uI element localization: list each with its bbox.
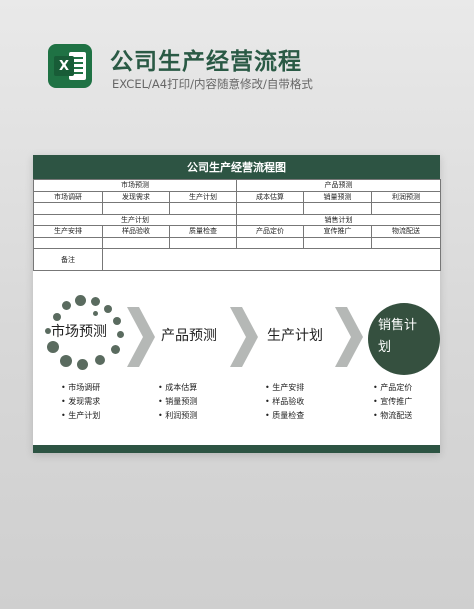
list-item: 产品定价: [373, 381, 412, 395]
table-row: [33, 236, 442, 249]
chevron-right-icon: [230, 307, 258, 367]
table-cell: 利润预测: [371, 190, 442, 203]
note-cell: [101, 248, 442, 271]
step-label-production-plan: 生产计划: [267, 328, 323, 344]
table-cell: [33, 202, 103, 215]
process-flow: 市场预测 市场调研 发现需求 生产计划 产品预测 成本估算 销量预测 利润预测 …: [33, 285, 440, 445]
note-label: 备注: [33, 248, 103, 271]
step-bullets: 成本估算 销量预测 利润预测: [158, 381, 197, 423]
list-item: 质量检查: [265, 409, 304, 423]
step-label-market-forecast: 市场预测: [51, 324, 107, 340]
list-item: 销量预测: [158, 395, 197, 409]
list-item: 宣传推广: [373, 395, 412, 409]
table-cell: 生产安排: [33, 225, 103, 238]
step-bullets: 生产安排 样品验收 质量检查: [265, 381, 304, 423]
table-cell: 发现需求: [102, 190, 170, 203]
step-label-product-forecast: 产品预测: [161, 328, 217, 344]
table-cell: 生产计划: [168, 190, 238, 203]
table-cell: [33, 236, 103, 249]
excel-icon: X: [48, 44, 92, 88]
table-cell: 产品定价: [236, 225, 305, 238]
table-cell: 质量检查: [168, 225, 238, 238]
list-item: 生产安排: [265, 381, 304, 395]
card-title: 公司生产经营流程图: [33, 155, 440, 179]
page-subtitle: EXCEL/A4打印/内容随意修改/自带格式: [112, 77, 313, 91]
table-row: 市场预测 产品预测: [32, 179, 442, 192]
list-item: 市场调研: [61, 381, 100, 395]
excel-letter: X: [54, 56, 74, 76]
chevron-right-icon: [127, 307, 155, 367]
table-cell: 产品预测: [236, 179, 442, 192]
header: X 公司生产经营流程 EXCEL/A4打印/内容随意修改/自带格式: [0, 0, 474, 140]
table-row: [33, 202, 442, 215]
plan-table: 市场预测 产品预测 市场调研 发现需求 生产计划 成本估算 销量预测 利润预测 …: [32, 179, 442, 271]
table-cell: [236, 202, 305, 215]
table-cell: 生产计划: [32, 213, 238, 226]
table-cell: [236, 236, 305, 249]
table-cell: [371, 236, 442, 249]
step-label-sales-plan-line1: 销售计: [378, 318, 418, 333]
table-row: 备注: [33, 248, 442, 271]
list-item: 样品验收: [265, 395, 304, 409]
table-cell: 销售计划: [236, 213, 442, 226]
list-item: 生产计划: [61, 409, 100, 423]
table-row: 生产计划 销售计划: [32, 213, 442, 226]
card-footer-bar: [33, 445, 440, 453]
table-cell: [303, 236, 373, 249]
table-row: 生产安排 样品验收 质量检查 产品定价 宣传推广 物流配送: [33, 225, 442, 238]
table-cell: 物流配送: [371, 225, 442, 238]
list-item: 发现需求: [61, 395, 100, 409]
table-cell: 成本估算: [236, 190, 305, 203]
list-item: 成本估算: [158, 381, 197, 395]
list-item: 物流配送: [373, 409, 412, 423]
list-item: 利润预测: [158, 409, 197, 423]
table-cell: [102, 202, 170, 215]
table-cell: 市场预测: [32, 179, 238, 192]
step-bullets: 产品定价 宣传推广 物流配送: [373, 381, 412, 423]
page-title: 公司生产经营流程: [110, 49, 302, 75]
step-bullets: 市场调研 发现需求 生产计划: [61, 381, 100, 423]
table-cell: [371, 202, 442, 215]
template-preview-card[interactable]: 公司生产经营流程图 市场预测 产品预测 市场调研 发现需求 生产计划 成本估算 …: [32, 155, 442, 453]
table-cell: 销量预测: [303, 190, 373, 203]
table-cell: [303, 202, 373, 215]
table-cell: 样品验收: [102, 225, 170, 238]
chevron-right-icon: [335, 307, 363, 367]
step-label-sales-plan-line2: 划: [378, 340, 392, 355]
table-row: 市场调研 发现需求 生产计划 成本估算 销量预测 利润预测: [33, 190, 442, 203]
step-circle-sales-plan: 销售计 划: [368, 303, 440, 375]
table-cell: 宣传推广: [303, 225, 373, 238]
table-cell: [168, 202, 238, 215]
table-cell: [168, 236, 238, 249]
table-cell: 市场调研: [33, 190, 103, 203]
table-cell: [102, 236, 170, 249]
